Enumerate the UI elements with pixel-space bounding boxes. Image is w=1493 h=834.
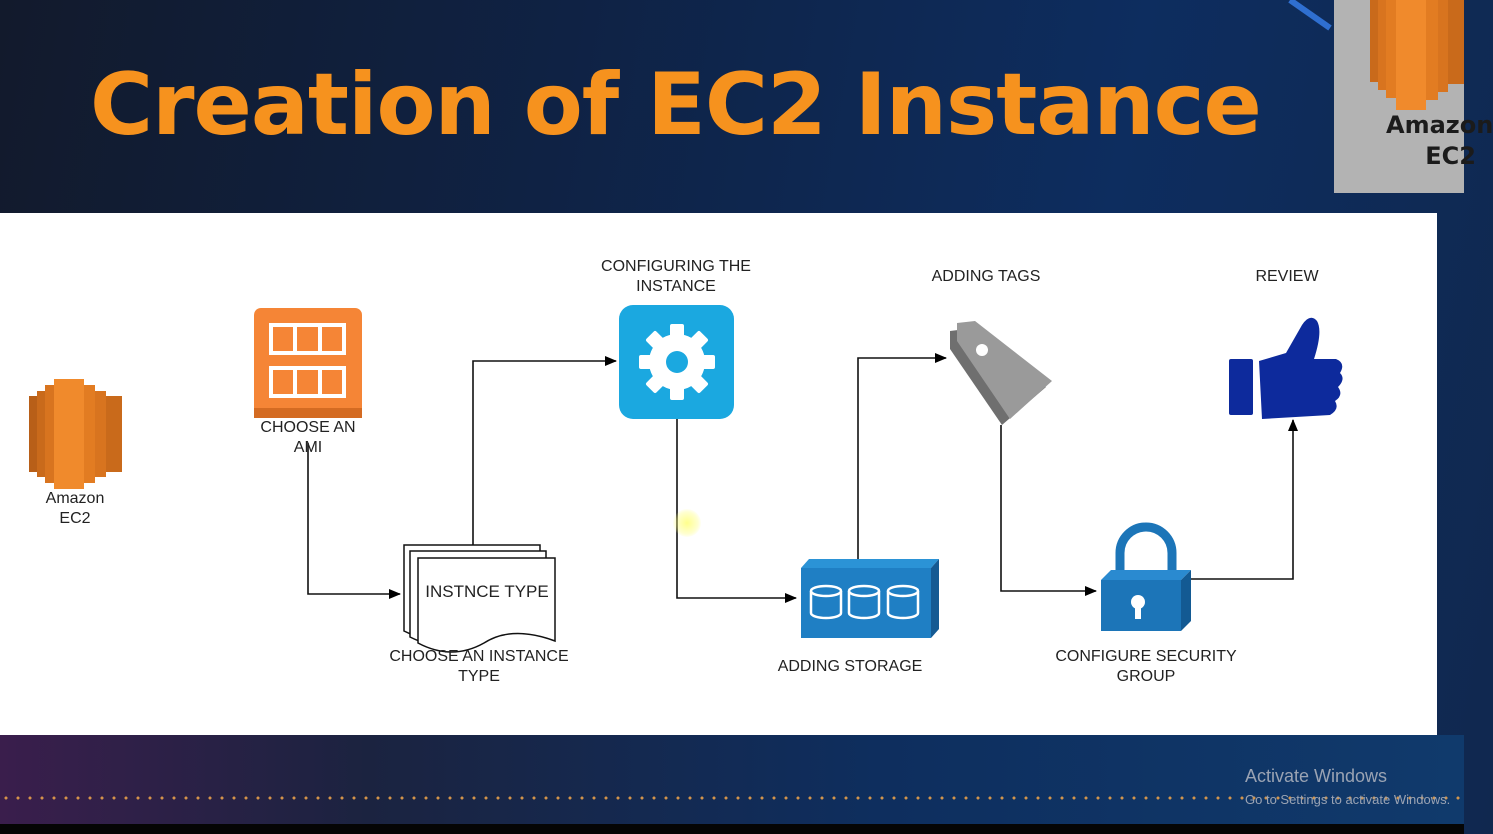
mouse-cursor-highlight <box>673 509 701 537</box>
step-ami-label-line1: CHOOSE AN <box>260 419 356 436</box>
step-storage-label: ADDING STORAGE <box>777 658 923 675</box>
amazon-ec2-corner-icon <box>1370 0 1464 110</box>
connector-config-to-storage <box>676 419 797 603</box>
flow-connectors <box>307 353 1298 603</box>
step-configure-label-line2: INSTANCE <box>636 278 716 295</box>
start-label-line1: Amazon <box>45 490 105 507</box>
ami-grid-icon <box>254 308 362 418</box>
start-label-line2: EC2 <box>59 510 91 527</box>
step-instance-type-label-line1: CHOOSE AN INSTANCE <box>389 648 569 665</box>
step-ami-label: CHOOSE AN AMI <box>260 418 355 458</box>
step-configure-label: CONFIGURING THE INSTANCE <box>601 257 751 297</box>
connector-tags-to-security <box>1000 425 1097 596</box>
step-security-label-line2: GROUP <box>1116 668 1176 685</box>
start-label: Amazon EC2 <box>46 489 105 529</box>
diagram-panel: Amazon EC2 CHOOSE AN AMI INSTNCE TYPE CH… <box>0 213 1437 735</box>
step-instance-type-label: CHOOSE AN INSTANCE TYPE <box>389 647 568 687</box>
amazon-ec2-icon <box>29 379 122 489</box>
step-instance-type-label-line2: TYPE <box>458 668 500 685</box>
step-ami-label-line2: AMI <box>293 439 323 456</box>
watermark-title: Activate Windows <box>1245 766 1388 786</box>
padlock-icon <box>1101 522 1191 631</box>
thumbs-up-icon <box>1229 317 1343 419</box>
watermark-subtitle: Go to Settings to activate Windows. <box>1245 792 1451 807</box>
instance-type-inner-text: INSTNCE TYPE <box>425 582 549 601</box>
tag-icon <box>950 321 1052 425</box>
connector-storage-to-tags <box>857 353 947 560</box>
step-review-label: REVIEW <box>1255 268 1319 285</box>
document-stack-icon <box>403 544 556 653</box>
flow-diagram <box>29 305 1343 653</box>
step-tags-label: ADDING TAGS <box>931 268 1041 285</box>
connector-ami-to-type <box>307 443 401 599</box>
corner-logo: Amazon EC2 <box>1334 0 1493 193</box>
connector-type-to-config <box>472 356 617 546</box>
connector-security-to-review <box>1191 419 1298 580</box>
dotted-divider <box>0 796 1464 800</box>
bottom-black-bar <box>0 824 1464 834</box>
step-security-label: CONFIGURE SECURITY GROUP <box>1055 647 1236 687</box>
corner-logo-line1: Amazon <box>1386 111 1493 139</box>
step-configure-label-line1: CONFIGURING THE <box>601 258 751 275</box>
storage-disks-icon <box>801 559 939 638</box>
slide-title: Creation of EC2 Instance <box>90 55 1262 155</box>
bottom-band <box>0 735 1464 824</box>
corner-logo-line2: EC2 <box>1425 142 1476 170</box>
gear-icon <box>619 305 734 419</box>
step-security-label-line1: CONFIGURE SECURITY <box>1055 648 1237 665</box>
